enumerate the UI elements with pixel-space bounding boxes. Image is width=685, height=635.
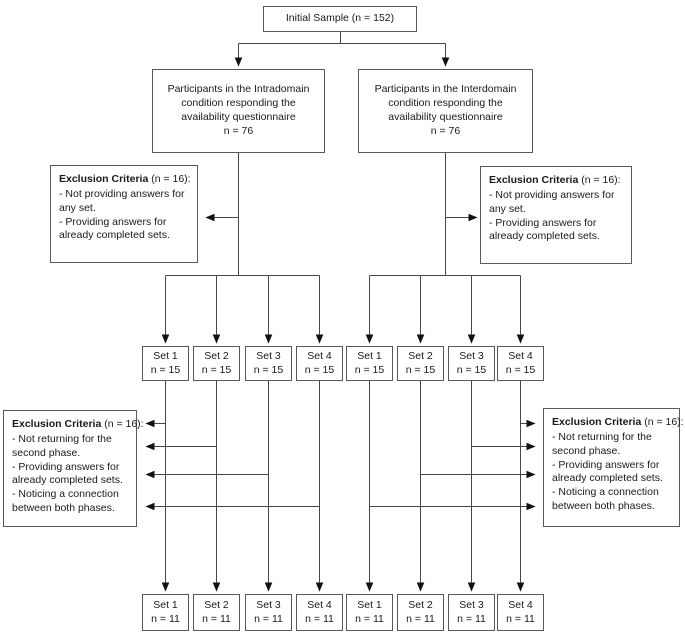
exclusion-box-phase1-right: Exclusion Criteria (n = 16): - Not provi… [480,166,632,264]
initial-sample-box: Initial Sample (n = 152) [263,6,417,32]
exclusion-item: - Providing answers for already complete… [489,216,600,243]
condition-box-interdomain: Participants in the Interdomain conditio… [358,69,533,153]
exclusion-item: - Providing answers for already complete… [12,460,123,487]
exclusion-item: - Providing answers for already complete… [59,215,170,242]
exclusion-title: Exclusion Criteria (n = 16): [59,173,191,185]
exclusion-box-phase2-left: Exclusion Criteria (n = 16): - Not retur… [3,410,144,527]
exclusion-title: Exclusion Criteria (n = 16): [552,416,684,428]
exclusion-item: - Noticing a connection between both pha… [12,488,119,515]
exclusion-item: - Providing answers for already complete… [552,458,663,485]
initial-sample-label: Initial Sample (n = 152) [285,12,395,25]
exclusion-item: - Noticing a connection between both pha… [552,486,659,513]
exclusion-box-phase2-right: Exclusion Criteria (n = 16): - Not retur… [543,408,684,527]
exclusion-box-phase1-left: Exclusion Criteria (n = 16): - Not provi… [50,165,198,263]
exclusion-item: - Not providing answers for any set. [489,188,615,215]
exclusion-title: Exclusion Criteria (n = 16): [12,418,144,430]
condition-intradomain-label: Participants in the Intradomain conditio… [167,83,310,137]
condition-interdomain-label: Participants in the Interdomain conditio… [374,83,517,137]
exclusion-item: - Not returning for the second phase. [12,432,112,459]
exclusion-item: - Not returning for the second phase. [552,430,652,457]
condition-box-intradomain: Participants in the Intradomain conditio… [152,69,325,153]
exclusion-item: - Not providing answers for any set. [59,187,185,214]
exclusion-title: Exclusion Criteria (n = 16): [489,174,621,186]
